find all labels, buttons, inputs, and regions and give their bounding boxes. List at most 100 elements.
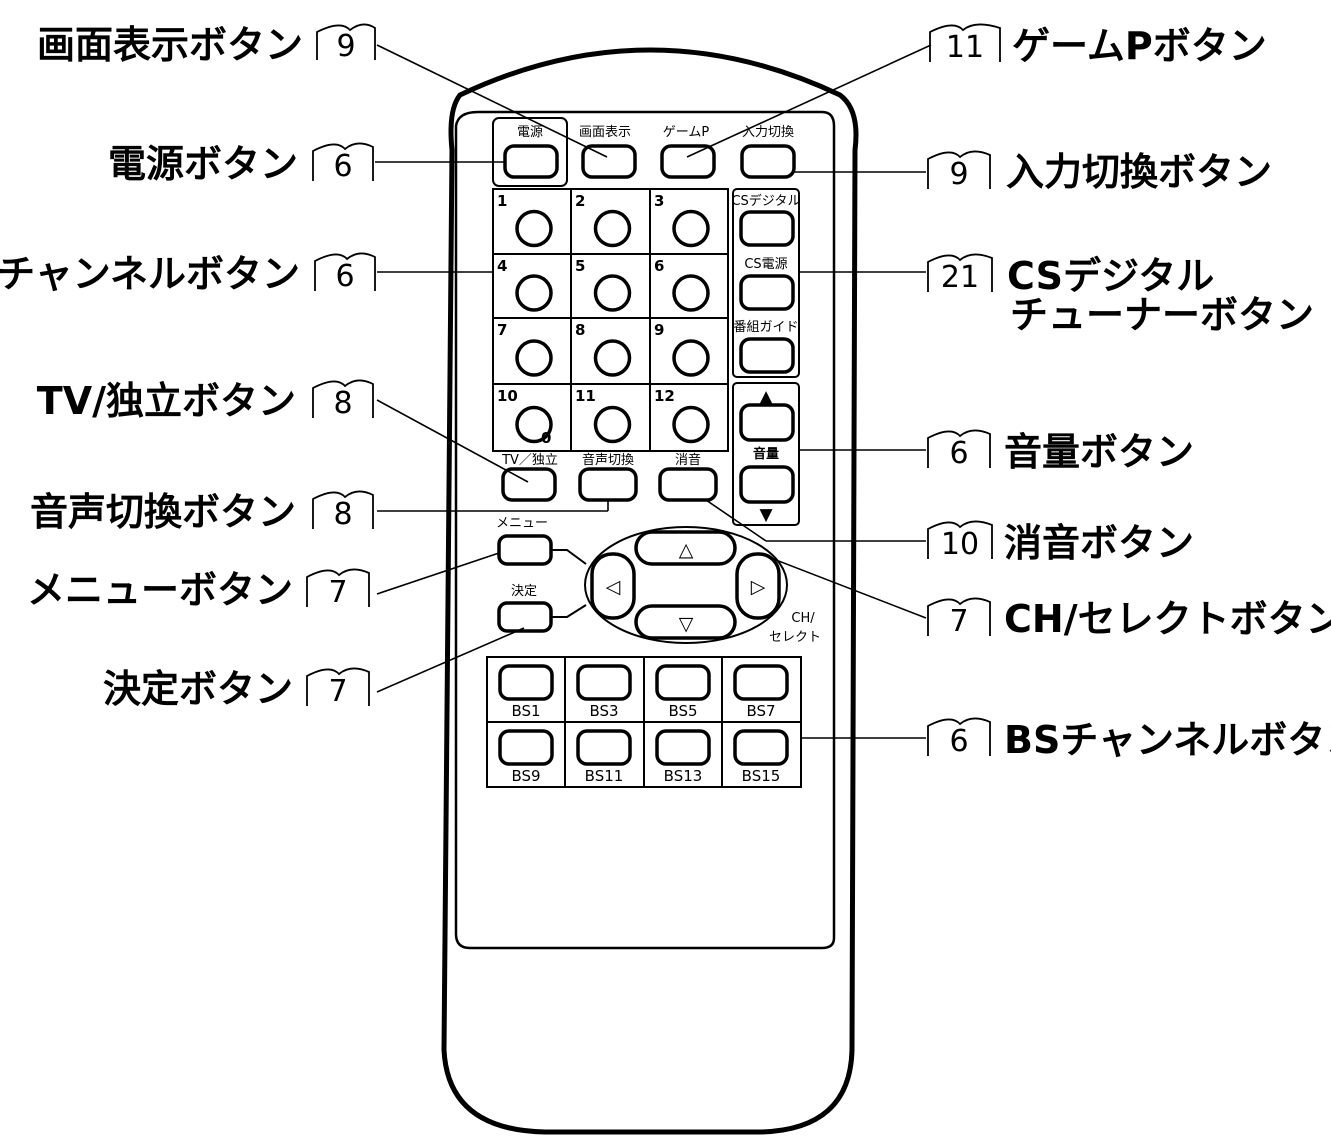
- power-page-box: [312, 142, 374, 181]
- menu-page-number: 7: [328, 575, 347, 610]
- menu-connector: [551, 549, 587, 565]
- mute-button[interactable]: [658, 467, 718, 502]
- channel-button-10[interactable]: [515, 405, 553, 444]
- bs-button-BS5[interactable]: [655, 664, 711, 701]
- arrow-up-button[interactable]: [634, 530, 737, 566]
- bs-button-BS7[interactable]: [733, 664, 789, 701]
- volume-down-icon: ▼: [759, 505, 773, 525]
- channel-button-6[interactable]: [672, 274, 710, 312]
- volume-down-button[interactable]: [739, 465, 795, 504]
- channel-number-label: 9: [654, 321, 664, 339]
- cs-callout-label-line1: CSデジタル: [1007, 254, 1214, 298]
- cs-callout-label-line2: チューナーボタン: [1010, 293, 1314, 337]
- game-label: ゲームP: [663, 125, 710, 140]
- enter-callout-label: 決定ボタン: [103, 667, 293, 711]
- input-button[interactable]: [740, 144, 796, 179]
- remote-outer-body: [441, 47, 859, 1135]
- number-grid: [492, 188, 729, 452]
- enter-page-box: [306, 667, 370, 706]
- audio-page-number: 8: [333, 497, 352, 532]
- bs-button-label: BS7: [746, 702, 775, 720]
- menu-label: メニュー: [496, 516, 548, 531]
- channel-button-11[interactable]: [593, 405, 632, 444]
- menu-button[interactable]: [497, 534, 553, 566]
- channel-button-1[interactable]: [515, 209, 553, 248]
- ch-select-label-2: セレクト: [769, 630, 821, 645]
- ch-select-ring: [584, 526, 788, 644]
- mute-page-number: 10: [941, 527, 979, 562]
- channel-button-12[interactable]: [672, 405, 710, 444]
- bs-button-BS9[interactable]: [498, 729, 554, 766]
- arrow-down-icon: ▽: [679, 613, 694, 635]
- input-page-box: [927, 150, 991, 189]
- bs-button-BS3[interactable]: [576, 664, 632, 701]
- audio-callout-label: 音声切換ボタン: [30, 490, 296, 534]
- enter-label: 決定: [511, 584, 537, 599]
- display-page-number: 9: [336, 29, 355, 64]
- menu-page-box: [306, 568, 370, 607]
- cs-power-button[interactable]: [739, 274, 795, 311]
- power-callout-label: 電源ボタン: [108, 142, 298, 186]
- mute-page-box: [927, 520, 993, 559]
- volume-up-button[interactable]: [739, 403, 795, 442]
- bs-page-box: [927, 717, 991, 756]
- enter-page-number: 7: [328, 674, 347, 709]
- bs-button-BS1[interactable]: [498, 664, 554, 701]
- game-button[interactable]: [660, 144, 716, 179]
- channel-number-label: 6: [654, 257, 664, 275]
- volume-up-icon: ▲: [759, 387, 773, 407]
- menu-callout-label: メニューボタン: [27, 568, 293, 612]
- mute-callout-label: 消音ボタン: [1004, 521, 1194, 565]
- channel-button-9[interactable]: [672, 339, 710, 377]
- channel-button-3[interactable]: [672, 209, 710, 248]
- leader-lines: [375, 44, 932, 739]
- bs-button-BS15[interactable]: [733, 729, 789, 766]
- bs-callout-label: BSチャンネルボタン: [1004, 718, 1331, 762]
- channel-number-label: 10: [497, 387, 518, 405]
- volume-page-box: [927, 429, 991, 468]
- bs-grid: [486, 656, 802, 788]
- game-page-box: [929, 23, 1001, 62]
- channel-callout-label: チャンネルボタン: [0, 252, 300, 296]
- power-page-number: 6: [333, 149, 352, 184]
- audio-switch-button[interactable]: [578, 467, 638, 502]
- channel-page-box: [314, 252, 376, 291]
- tv-independent-label: TV／独立: [501, 453, 558, 468]
- channel-button-7[interactable]: [515, 339, 553, 377]
- bs-page-number: 6: [949, 724, 968, 759]
- channel-number-label: 8: [575, 321, 585, 339]
- bs-button-BS13[interactable]: [655, 729, 711, 766]
- arrow-left-icon: ◁: [606, 576, 621, 598]
- cs-group-box: [732, 188, 800, 378]
- channel-button-4[interactable]: [515, 274, 553, 312]
- cs-digital-button[interactable]: [739, 210, 795, 247]
- arrow-down-button[interactable]: [634, 604, 737, 640]
- channel-button-5[interactable]: [593, 274, 632, 312]
- arrow-left-button[interactable]: [590, 552, 636, 620]
- channel-button-2[interactable]: [593, 209, 632, 248]
- audio-switch-label: 音声切換: [582, 452, 634, 468]
- channel-button-8[interactable]: [593, 339, 632, 377]
- enter-button[interactable]: [497, 601, 553, 633]
- power-button[interactable]: [503, 144, 559, 179]
- chsel-page-box: [927, 597, 991, 636]
- channel-number-label: 1: [497, 192, 507, 210]
- channel-number-label: 3: [654, 192, 664, 210]
- display-page-box: [316, 23, 376, 60]
- channel-number-label: 4: [497, 257, 507, 275]
- tv-independent-button[interactable]: [501, 467, 557, 502]
- volume-label: 音量: [753, 446, 779, 462]
- display-button[interactable]: [581, 144, 637, 179]
- tv-callout-label: TV/独立ボタン: [37, 379, 296, 423]
- bs-button-label: BS5: [668, 702, 697, 720]
- bs-button-BS11[interactable]: [576, 729, 632, 766]
- remote-inner-panel: [454, 110, 836, 950]
- arrow-up-icon: △: [679, 539, 694, 561]
- display-callout-label: 画面表示ボタン: [37, 23, 303, 67]
- channel-number-label: 11: [575, 387, 596, 405]
- arrow-right-button[interactable]: [735, 552, 781, 620]
- program-guide-button[interactable]: [739, 337, 795, 374]
- channel-number-label: 12: [654, 387, 675, 405]
